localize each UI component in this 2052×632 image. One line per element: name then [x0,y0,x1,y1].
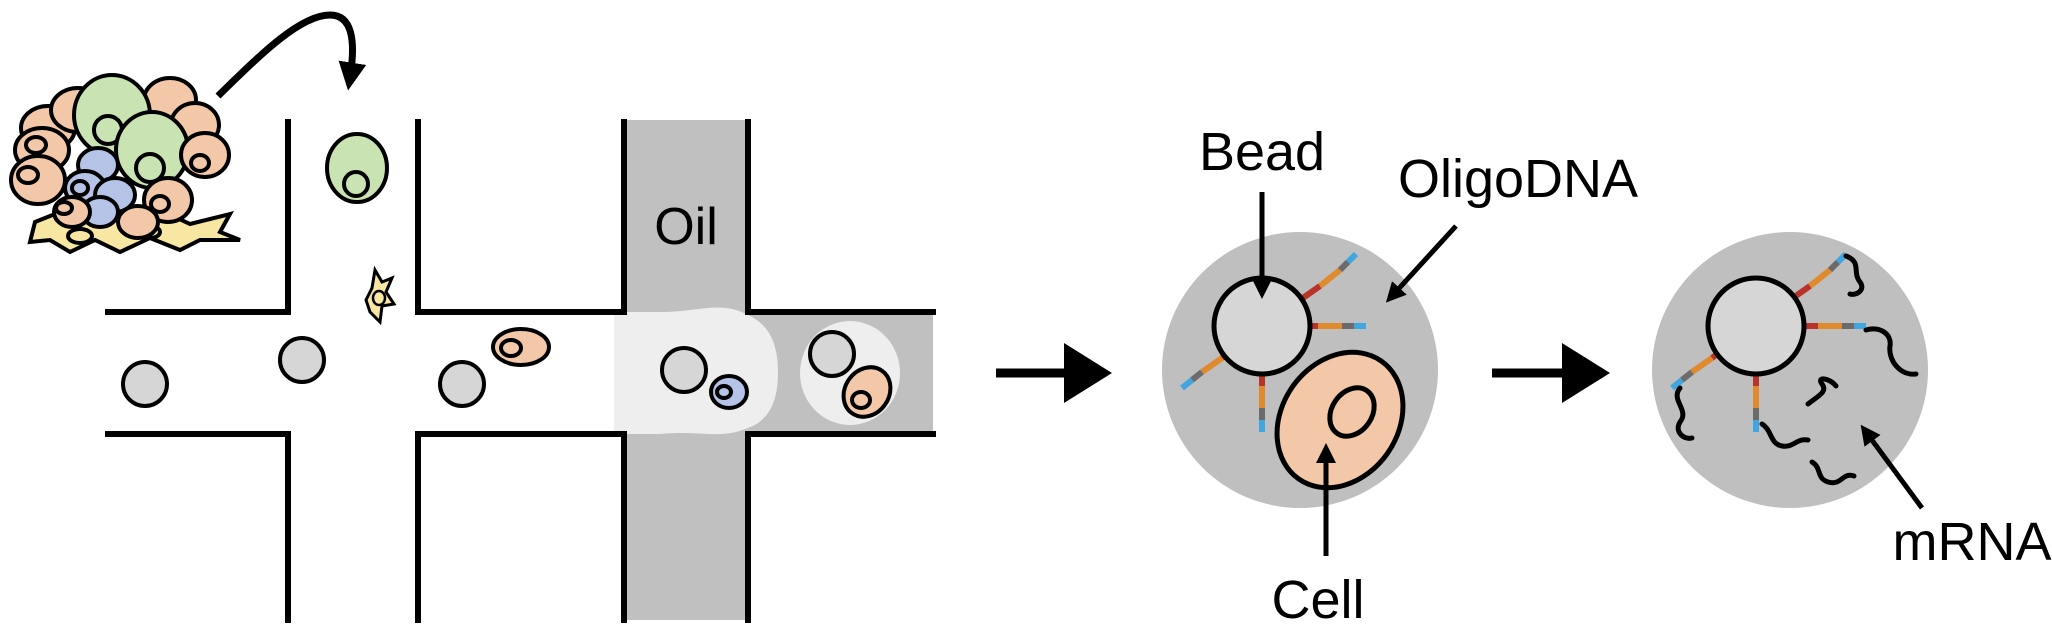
right-arrow-icon [996,343,1112,403]
bead [438,360,486,408]
bead [278,336,326,384]
bead-label: Bead [1199,122,1325,182]
droplet-detail-bead-cell [1162,232,1438,508]
oligo-pointer [1385,224,1458,303]
cell-label: Cell [1271,570,1364,630]
curved-arrow-icon [215,11,367,99]
tissue-cluster [9,73,241,255]
oligodna-label: OligoDNA [1398,149,1638,209]
bead [808,330,856,378]
mrna-pointer [1860,424,1925,510]
bead [1705,275,1807,377]
mrna-molecules [1674,253,1919,486]
right-arrow-icon [1492,343,1610,403]
oil-label: Oil [654,198,718,256]
bead [121,360,169,408]
droplet-detail-lysed [1652,232,1928,508]
microfluidic-chip: Oil [105,119,936,623]
cell [325,132,389,204]
bead [1211,275,1313,377]
bead [660,346,708,394]
mrna-label: mRNA [1893,512,2052,572]
